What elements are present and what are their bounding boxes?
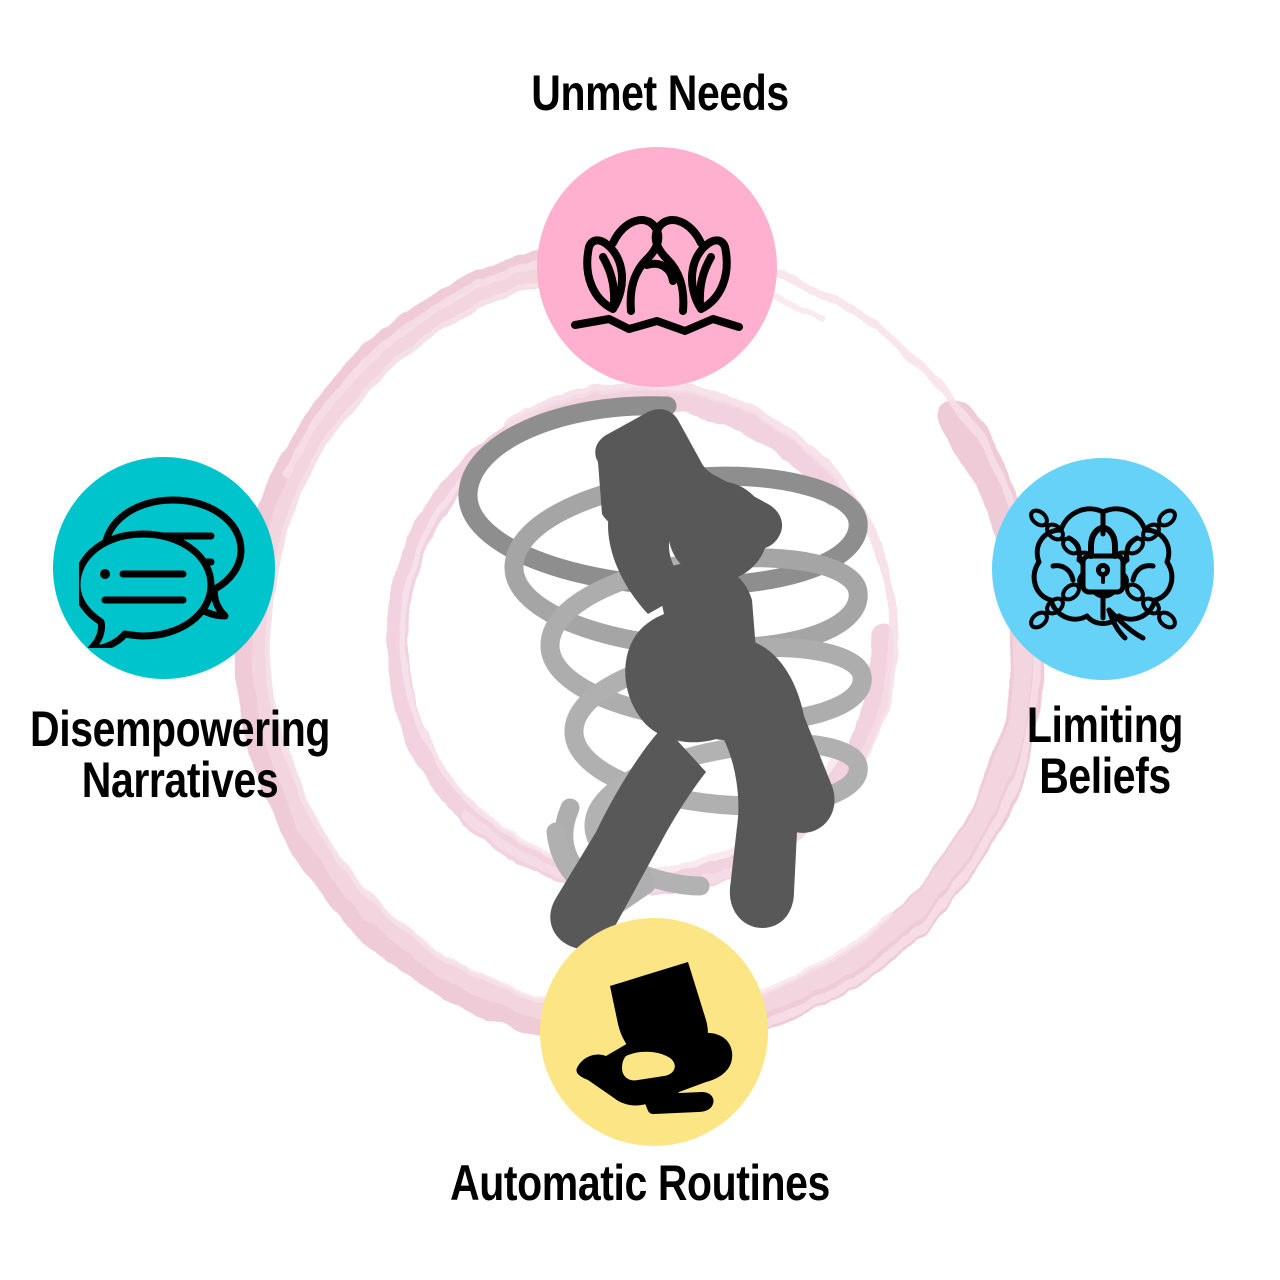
person-drinking-figure <box>550 409 835 950</box>
label-automatic-routines: Automatic Routines <box>450 1155 830 1211</box>
hand-holding-wine-glass-icon <box>566 944 742 1120</box>
label-unmet-needs: Unmet Needs <box>531 65 789 121</box>
sprout-seedling-icon <box>567 187 747 347</box>
label-disempowering-narratives: Disempowering Narratives <box>30 701 330 808</box>
speech-bubbles-icon <box>79 488 249 648</box>
node-unmet-needs[interactable] <box>537 147 777 387</box>
label-limiting-beliefs: Limiting Beliefs <box>1026 697 1184 804</box>
node-disempowering-narratives[interactable] <box>53 457 275 679</box>
node-automatic-routines[interactable] <box>540 918 768 1146</box>
node-limiting-beliefs[interactable] <box>992 458 1214 680</box>
brain-chained-lock-icon <box>1017 494 1189 644</box>
